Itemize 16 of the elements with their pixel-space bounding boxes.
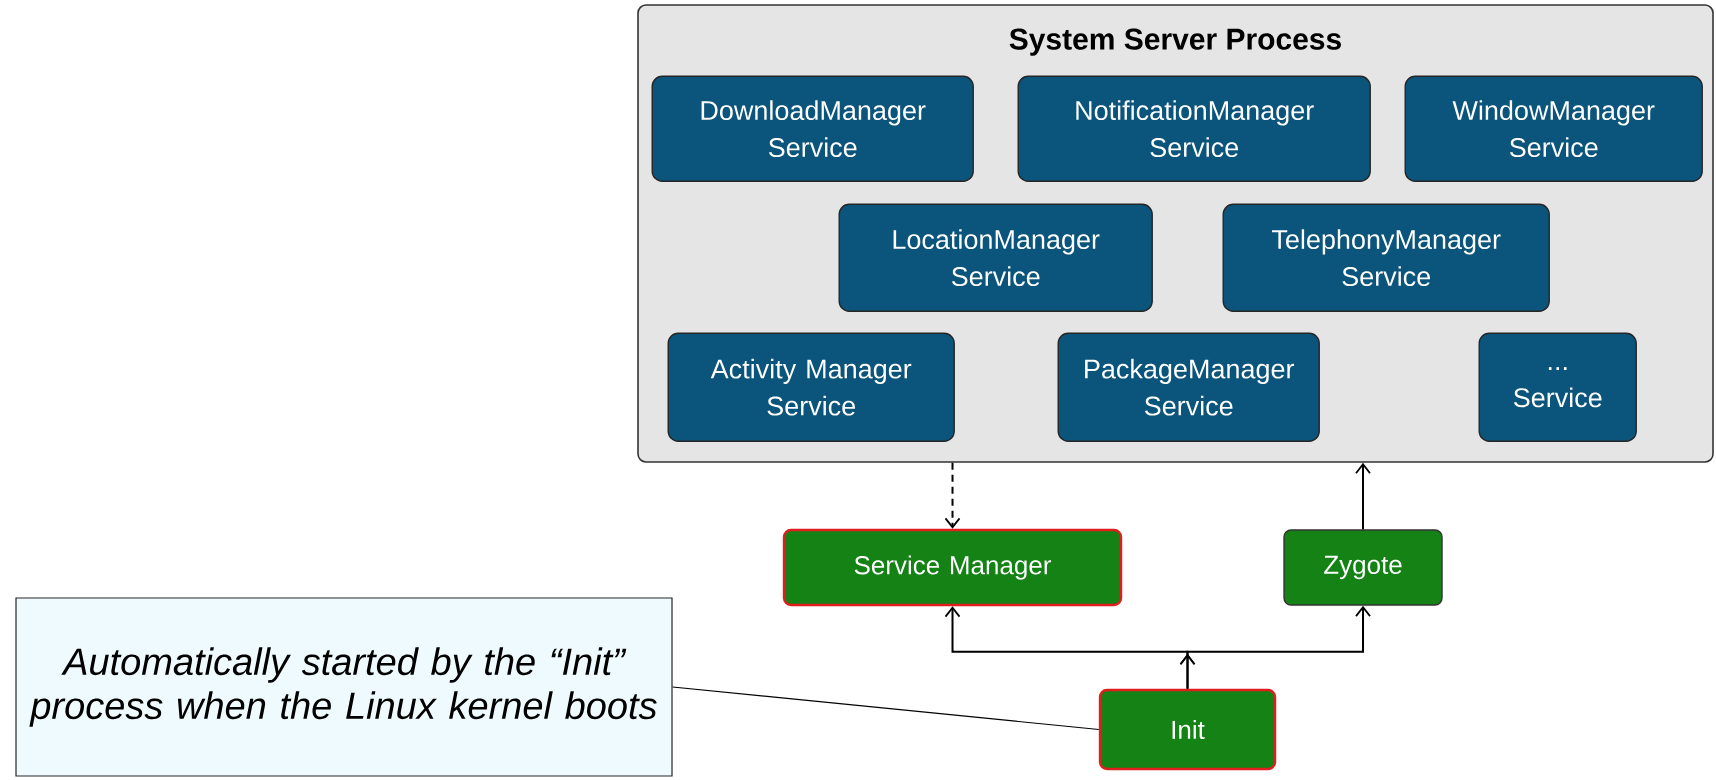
- process-box: Service Manager: [782, 528, 1123, 607]
- arrow: [1355, 462, 1371, 531]
- leader-line: [672, 686, 1100, 731]
- arrow: [1179, 605, 1371, 690]
- process-box: Zygote: [1283, 529, 1443, 606]
- service-box: ... Service: [1478, 332, 1637, 442]
- service-box: Activity Manager Service: [667, 332, 955, 442]
- process-box: Init: [1098, 688, 1277, 771]
- service-box: WindowManager Service: [1404, 75, 1703, 182]
- service-box: TelephonyManager Service: [1222, 203, 1550, 312]
- callout-box: Automatically started by the “Init” process when the Linux kernel boots: [15, 597, 673, 777]
- service-box: LocationManager Service: [838, 203, 1153, 312]
- service-box: DownloadManager Service: [651, 75, 974, 182]
- service-box: PackageManager Service: [1057, 332, 1320, 442]
- service-box: NotificationManager Service: [1017, 75, 1371, 182]
- arrow: [944, 517, 961, 529]
